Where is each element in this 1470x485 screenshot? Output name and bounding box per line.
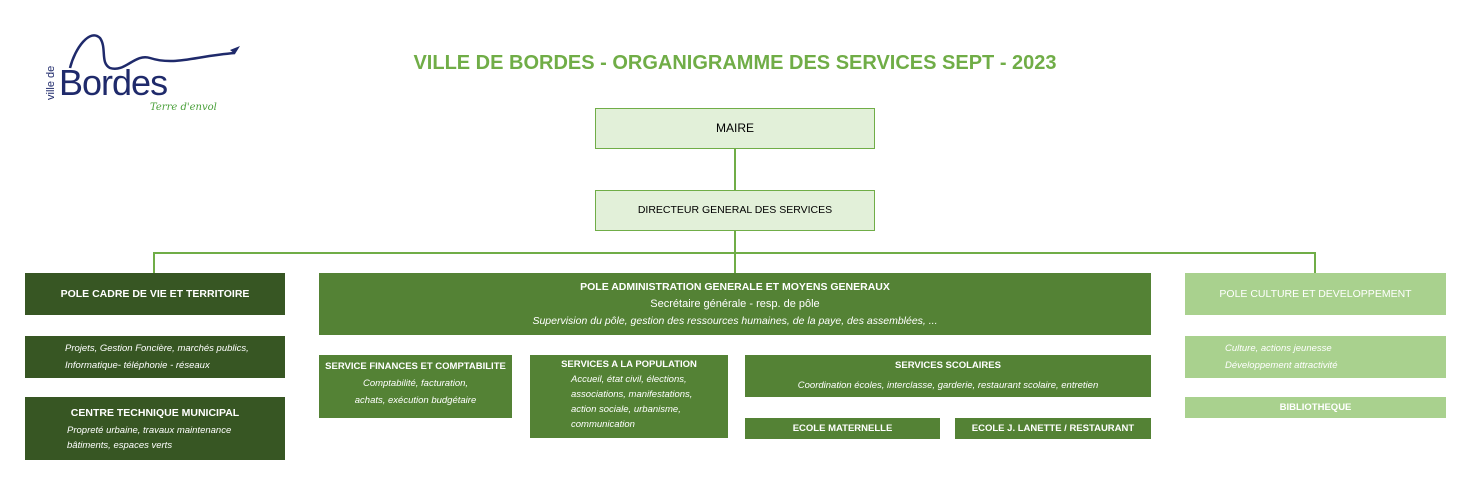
finances-line: achats, exécution budgétaire (354, 395, 477, 406)
finances-title: SERVICE FINANCES ET COMPTABILITE (325, 361, 506, 372)
finances-box: SERVICE FINANCES ET COMPTABILITE Comptab… (319, 355, 512, 418)
page-title: VILLE DE BORDES - ORGANIGRAMME DES SERVI… (413, 52, 1057, 74)
population-line: Accueil, état civil, élections, (571, 374, 687, 385)
population-title: SERVICES A LA POPULATION (561, 359, 697, 370)
ecole-lanette-box: ECOLE J. LANETTE / RESTAURANT (955, 418, 1151, 439)
scolaires-title: SERVICES SCOLAIRES (895, 360, 1001, 371)
pole-cadre-tasks: Projets, Gestion Foncière, marchés publi… (25, 336, 285, 378)
pole-admin-subtitle: Secrétaire générale - resp. de pôle (650, 297, 820, 310)
population-line: action sociale, urbanisme, (571, 404, 681, 415)
ctm-title: CENTRE TECHNIQUE MUNICIPAL (70, 407, 240, 419)
logo-tagline: Terre d'envol (150, 102, 217, 113)
task-line: Informatique- téléphonie - réseaux (65, 360, 210, 371)
pole-culture-box: POLE CULTURE ET DEVELOPPEMENT (1185, 273, 1446, 315)
ctm-line: bâtiments, espaces verts (67, 440, 173, 451)
culture-line: Développement attractivité (1225, 360, 1338, 371)
connector (1314, 252, 1316, 273)
logo-name: Bordes (59, 62, 168, 103)
finances-line: Comptabilité, facturation, (362, 378, 469, 389)
pole-admin-box: POLE ADMINISTRATION GENERALE ET MOYENS G… (319, 273, 1151, 335)
connector (153, 252, 155, 273)
ecole-maternelle-box: ECOLE MATERNELLE (745, 418, 940, 439)
pole-cadre-box: POLE CADRE DE VIE ET TERRITOIRE (25, 273, 285, 315)
logo: ville de Bordes Terre d'envol (45, 28, 245, 118)
population-line: communication (571, 419, 635, 430)
dgs-box: DIRECTEUR GENERAL DES SERVICES (595, 190, 875, 231)
logo-swoosh-icon (68, 34, 240, 71)
population-box: SERVICES A LA POPULATION Accueil, état c… (530, 355, 728, 438)
scolaires-box: SERVICES SCOLAIRES Coordination écoles, … (745, 355, 1151, 397)
connector (734, 252, 736, 273)
scolaires-desc: Coordination écoles, interclasse, garder… (797, 380, 1099, 391)
maire-box: MAIRE (595, 108, 875, 149)
culture-line: Culture, actions jeunesse (1225, 343, 1332, 354)
task-line: Projets, Gestion Foncière, marchés publi… (65, 343, 249, 354)
bibliotheque-box: BIBLIOTHEQUE (1185, 397, 1446, 418)
ctm-line: Propreté urbaine, travaux maintenance (67, 425, 232, 436)
population-line: associations, manifestations, (571, 389, 693, 400)
pole-admin-desc: Supervision du pôle, gestion des ressour… (532, 314, 938, 327)
ctm-box: CENTRE TECHNIQUE MUNICIPAL Propreté urba… (25, 397, 285, 460)
pole-culture-tasks: Culture, actions jeunesse Développement … (1185, 336, 1446, 378)
pole-admin-title: POLE ADMINISTRATION GENERALE ET MOYENS G… (580, 280, 890, 293)
